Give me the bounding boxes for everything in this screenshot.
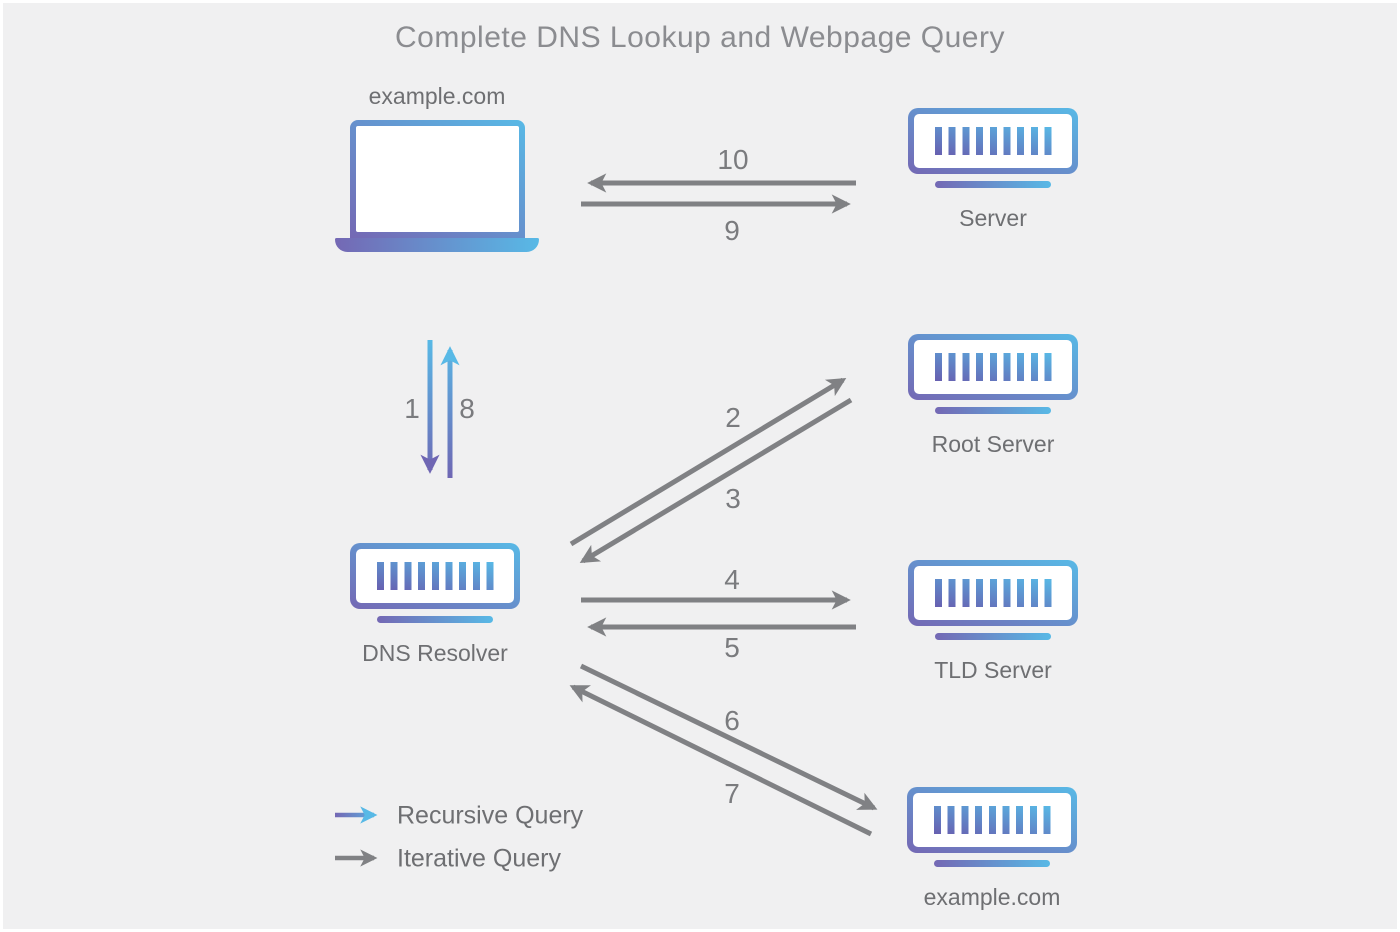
server-bars [934,579,1052,607]
server-icon [908,108,1078,174]
step-label-2: 2 [725,402,741,433]
node-web-server: Server [908,108,1078,232]
server-icon [908,334,1078,400]
client-label: example.com [368,83,506,109]
arrow-step-3 [579,397,853,564]
arrow-step-2 [569,377,847,547]
root-server-label: Root Server [931,431,1055,457]
arrow-step-7 [569,684,873,837]
node-tld-server: TLD Server [908,560,1078,684]
step-label-10: 10 [717,144,749,175]
laptop-icon [349,120,525,238]
step-label-7: 7 [724,778,740,809]
step-label-3: 3 [725,483,741,514]
server-icon [350,543,520,609]
server-bars [933,806,1051,834]
server-underline [935,181,1051,188]
server-icon [908,560,1078,626]
dns-resolver-label: DNS Resolver [362,640,508,666]
step-label-9: 9 [724,215,740,246]
server-bars [934,353,1052,381]
node-auth-server: example.com [907,787,1077,911]
server-bars [376,562,494,590]
node-dns-resolver: DNS Resolver [350,543,520,667]
server-underline [934,860,1050,867]
legend-recursive-label: Recursive Query [397,801,584,830]
auth-server-label: example.com [923,884,1061,910]
step-label-5: 5 [724,632,740,663]
tld-server-label: TLD Server [934,657,1052,683]
server-underline [935,633,1051,640]
node-root-server: Root Server [908,334,1078,458]
step-label-6: 6 [724,705,740,736]
laptop-screen [355,126,519,232]
arrow-layer [335,173,878,867]
step-label-4: 4 [724,564,740,595]
node-client: example.com [335,83,539,252]
step-label-1: 1 [404,393,420,424]
laptop-base [335,238,539,252]
server-bars [934,127,1052,155]
arrow-step-6 [579,663,878,811]
diagram-title: Complete DNS Lookup and Webpage Query [395,21,1005,54]
legend-iterative-label: Iterative Query [397,844,561,873]
web-server-label: Server [959,205,1027,231]
server-underline [935,407,1051,414]
server-icon [907,787,1077,853]
step-label-8: 8 [459,393,475,424]
server-underline [377,616,493,623]
